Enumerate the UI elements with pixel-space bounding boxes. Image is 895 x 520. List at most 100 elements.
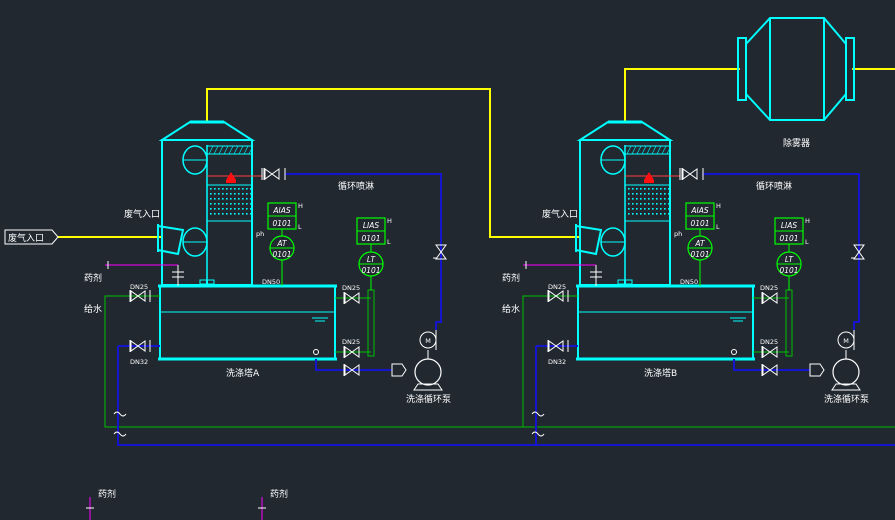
packing-bed bbox=[624, 184, 671, 222]
valve-half bbox=[351, 364, 360, 376]
packing-dot bbox=[668, 213, 670, 215]
packing-dot bbox=[226, 213, 228, 215]
ph-label: ph bbox=[674, 230, 682, 238]
packing-dot bbox=[648, 213, 650, 215]
instrument-tag: AT bbox=[276, 239, 288, 248]
packing-dot bbox=[648, 193, 650, 195]
packing-dot bbox=[656, 198, 658, 200]
valve-half bbox=[682, 168, 691, 180]
packing-dot bbox=[226, 198, 228, 200]
alarm-high-label: H bbox=[805, 217, 810, 225]
valve-half bbox=[555, 290, 564, 302]
dn25-feed-valve bbox=[129, 290, 146, 302]
packing-dot bbox=[632, 203, 634, 205]
packing-dot bbox=[652, 193, 654, 195]
mist-pad-hatch bbox=[243, 145, 249, 155]
pump-strainer bbox=[391, 363, 407, 377]
packing-dot bbox=[214, 193, 216, 195]
packing-dot bbox=[668, 203, 670, 205]
water-header bbox=[104, 307, 895, 428]
instrument-tag: LT bbox=[785, 255, 795, 264]
pump-suction-valve bbox=[343, 364, 360, 376]
dn25-right-top-label: DN25 bbox=[760, 284, 778, 292]
tower-top-cone bbox=[576, 121, 674, 141]
exhaust-inlet-label: 废气入口 bbox=[124, 208, 160, 220]
packing-dot bbox=[218, 198, 220, 200]
packing-dot bbox=[222, 198, 224, 200]
packing-dot bbox=[230, 213, 232, 215]
packing-dot bbox=[246, 203, 248, 205]
alarm-low-label: L bbox=[387, 238, 391, 246]
pump-suction-valve bbox=[761, 364, 778, 376]
packing-dot bbox=[668, 198, 670, 200]
packing-dot bbox=[656, 213, 658, 215]
dn25-level-valve-upper bbox=[761, 292, 778, 304]
packing-dot bbox=[230, 203, 232, 205]
packing-dot bbox=[226, 193, 228, 195]
packing-dot bbox=[648, 203, 650, 205]
packing-dot bbox=[238, 208, 240, 210]
valve-half bbox=[769, 346, 778, 358]
drain-point bbox=[731, 349, 737, 355]
alarm-tag: AIAS bbox=[690, 206, 708, 215]
packing-dot bbox=[664, 213, 666, 215]
spray-nozzle bbox=[644, 172, 654, 180]
exhaust-inlet-tag: 废气入口 bbox=[4, 229, 59, 245]
valve-half bbox=[853, 251, 865, 260]
valve-half bbox=[555, 340, 564, 352]
packing-dot bbox=[214, 198, 216, 200]
mist-pad-hatch bbox=[661, 145, 667, 155]
packing-dot bbox=[640, 198, 642, 200]
valve-half bbox=[769, 292, 778, 304]
water-feed-line bbox=[104, 295, 160, 307]
discharge-valve bbox=[853, 244, 865, 260]
packing-dot bbox=[234, 208, 236, 210]
spray-label: 循环喷淋 bbox=[338, 180, 374, 192]
instrument-number: 0101 bbox=[690, 250, 709, 259]
valve-half bbox=[351, 292, 360, 304]
packing-dot bbox=[210, 188, 212, 190]
valve-half bbox=[769, 364, 778, 376]
water-feed-line bbox=[522, 295, 578, 307]
lt-transmitter: LT 0101 bbox=[776, 251, 802, 277]
pump-strainer bbox=[809, 363, 825, 377]
packing-dot bbox=[652, 208, 654, 210]
alarm-number: 0101 bbox=[272, 219, 291, 228]
packing-dot bbox=[218, 208, 220, 210]
alarm-low-label: L bbox=[716, 223, 720, 231]
packing-dot bbox=[242, 198, 244, 200]
pump-suction-line bbox=[315, 359, 392, 371]
alarm-tag: LIAS bbox=[781, 221, 798, 230]
packing-dot bbox=[664, 188, 666, 190]
dn32-drain-label: DN32 bbox=[548, 358, 566, 366]
packing-dot bbox=[648, 208, 650, 210]
packing-dot bbox=[234, 213, 236, 215]
pump-casing bbox=[832, 358, 860, 386]
tower-name-label: 洗涤塔A bbox=[226, 367, 260, 379]
downcomer-cap bbox=[199, 279, 215, 285]
packing-dot bbox=[664, 198, 666, 200]
gas-line-main bbox=[58, 68, 895, 238]
packing-dot bbox=[668, 188, 670, 190]
instrument-tag: AT bbox=[694, 239, 706, 248]
pump-discharge-line bbox=[703, 173, 860, 330]
packing-dot bbox=[644, 213, 646, 215]
pump-name-label: 洗涤循环泵 bbox=[406, 393, 451, 405]
pump-motor-label: M bbox=[425, 337, 431, 345]
packing-dot bbox=[246, 188, 248, 190]
level-gauge bbox=[785, 289, 793, 357]
packing-dot bbox=[632, 208, 634, 210]
pump-base bbox=[413, 383, 443, 391]
bottom-chemical-tag-2: 药剂 bbox=[258, 488, 288, 520]
pump-name-label: 洗涤循环泵 bbox=[824, 393, 869, 405]
instrument-number: 0101 bbox=[779, 266, 798, 275]
packing-dot bbox=[632, 188, 634, 190]
packing-dot bbox=[644, 188, 646, 190]
water-label: 给水 bbox=[502, 303, 520, 315]
break-marks bbox=[113, 411, 545, 437]
packing-dot bbox=[652, 213, 654, 215]
mist-pad-hatch bbox=[626, 145, 632, 155]
